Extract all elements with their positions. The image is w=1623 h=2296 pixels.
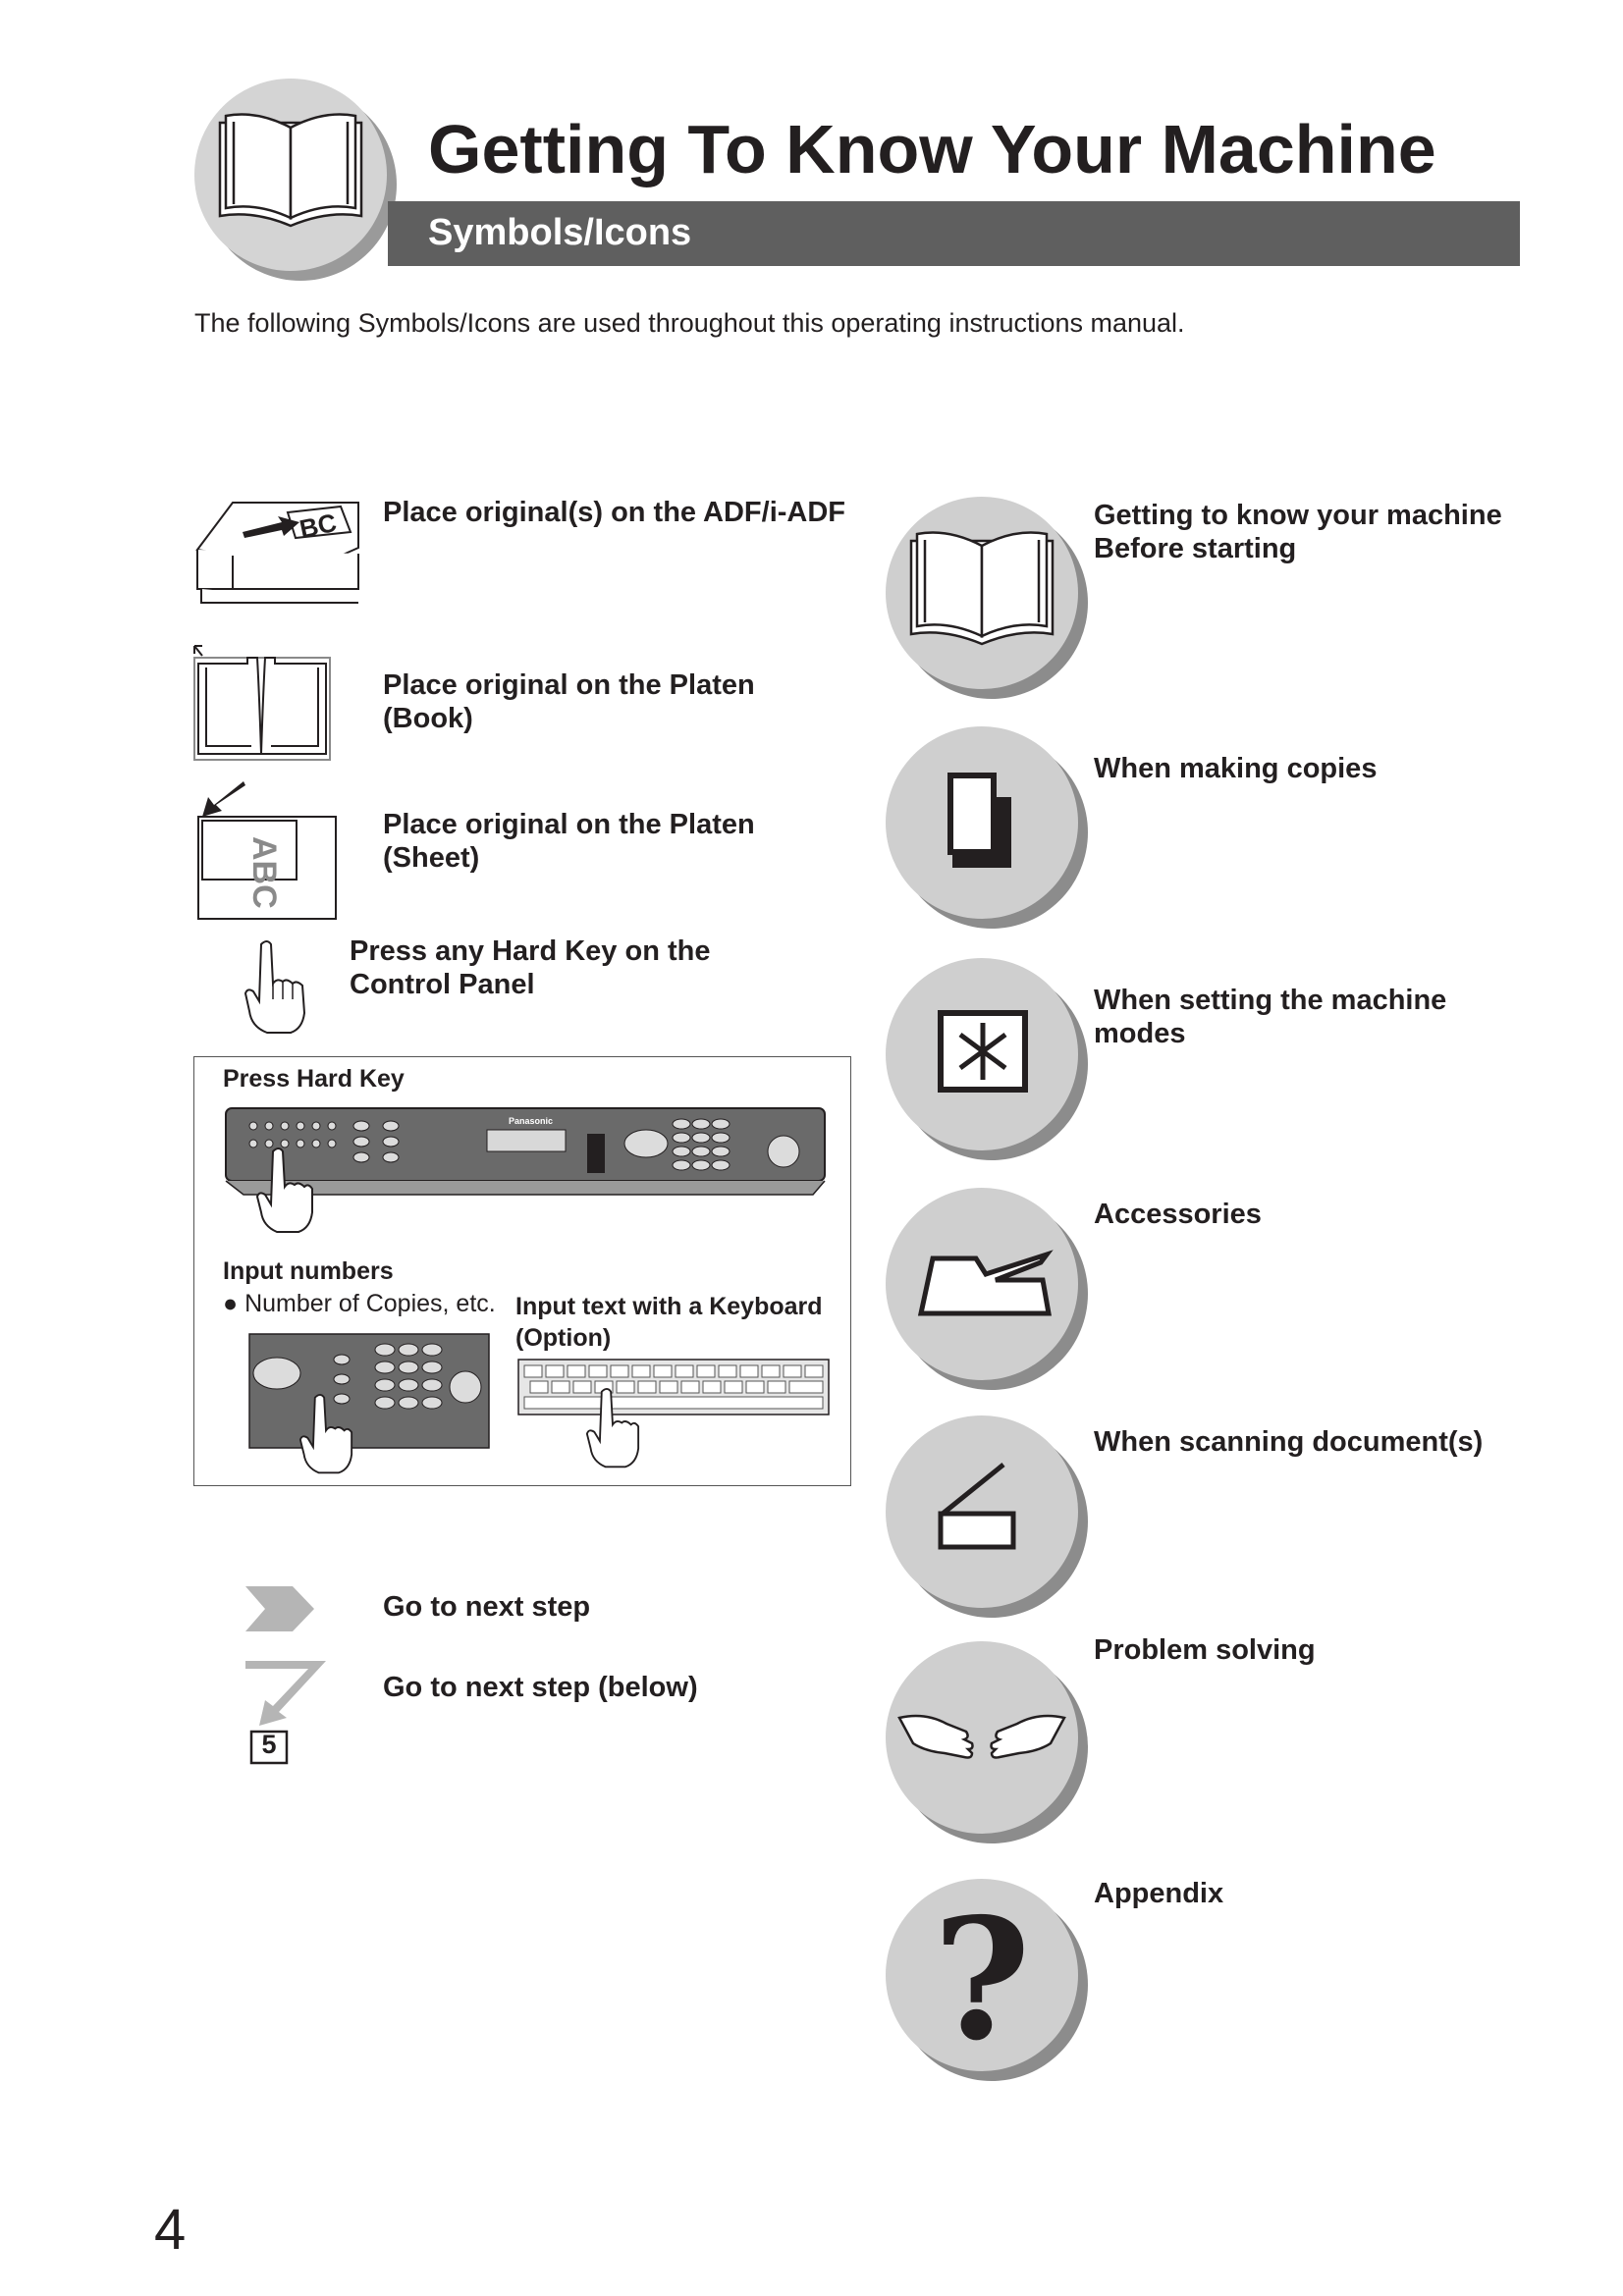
chevron-right-icon	[245, 1586, 314, 1631]
badge-accessories	[886, 1188, 1090, 1392]
hard-key-panel-box: Press Hard Key Panasonic Input numbers ●…	[193, 1056, 851, 1486]
platen-book-label: Place original on the Platen (Book)	[383, 669, 755, 734]
press-hard-key-label: Press Hard Key	[223, 1065, 405, 1093]
arrow-down-left-icon	[245, 1661, 326, 1765]
copies-label: When making copies	[1094, 753, 1378, 784]
handshake-icon	[897, 1714, 1066, 1759]
accessories-label: Accessories	[1094, 1199, 1262, 1230]
next-step-label: Go to next step	[383, 1591, 591, 1623]
svg-text:Panasonic: Panasonic	[509, 1116, 553, 1126]
next-step-below-label: Go to next step (below)	[383, 1672, 698, 1703]
open-book-icon	[909, 531, 1055, 646]
section-banner	[388, 201, 1520, 266]
keyboard-press-hand-icon	[585, 1388, 640, 1468]
asterisk-box-icon	[938, 1010, 1028, 1093]
input-numbers-label: Input numbers	[223, 1257, 394, 1285]
header-book-badge	[194, 79, 399, 283]
keypad-illustration	[248, 1333, 490, 1449]
modes-label: When setting the machine modes	[1094, 985, 1447, 1049]
page-number: 4	[154, 2198, 187, 2262]
page-title: Getting To Know Your Machine	[428, 111, 1436, 187]
adf-icon: BC	[195, 502, 359, 604]
tray-icon	[917, 1250, 1054, 1316]
badge-problem-solving	[886, 1641, 1090, 1845]
problem-solving-label: Problem solving	[1094, 1634, 1316, 1666]
scanning-label: When scanning document(s)	[1094, 1426, 1484, 1458]
badge-copies	[886, 726, 1090, 931]
control-panel-illustration: Panasonic	[225, 1107, 826, 1196]
question-mark-icon: ?	[933, 1882, 1031, 2078]
adf-label: Place original(s) on the ADF/i-ADF	[383, 497, 846, 528]
intro-text: The following Symbols/Icons are used thr…	[194, 308, 1185, 338]
platen-sheet-label: Place original on the Platen (Sheet)	[383, 809, 755, 874]
badge-before-starting	[886, 497, 1090, 701]
before-starting-label: Getting to know your machine Before star…	[1094, 500, 1502, 564]
pointing-hand-icon	[243, 940, 306, 1034]
badge-modes	[886, 958, 1090, 1162]
copies-text: ● Number of Copies, etc.	[223, 1290, 496, 1317]
platen-sheet-icon: ABC	[197, 781, 337, 920]
keyboard-label: Input text with a Keyboard (Option)	[515, 1293, 823, 1352]
scanner-lid-icon	[938, 1463, 1016, 1550]
badge-scanning	[886, 1415, 1090, 1620]
svg-text:ABC: ABC	[245, 836, 283, 909]
platen-book-icon	[193, 645, 331, 761]
hard-key-label: Press any Hard Key on the Control Panel	[350, 935, 711, 1000]
copy-page-icon	[947, 773, 1011, 868]
badge-appendix: ?	[886, 1879, 1090, 2083]
keypad-press-hand-icon	[298, 1394, 353, 1474]
keyboard-illustration	[517, 1359, 830, 1415]
step-number: 5	[261, 1730, 277, 1759]
section-title: Symbols/Icons	[428, 212, 692, 253]
press-hand-icon	[255, 1148, 313, 1233]
appendix-label: Appendix	[1094, 1878, 1224, 1909]
open-book-icon	[218, 113, 363, 228]
